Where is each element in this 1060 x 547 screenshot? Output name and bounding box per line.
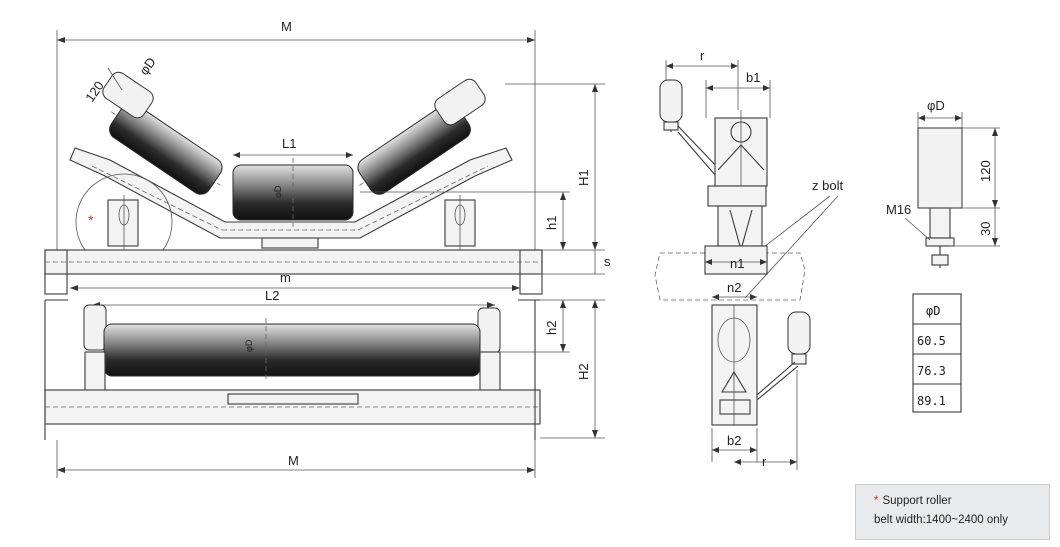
return-left-cap bbox=[83, 304, 107, 351]
return-roller bbox=[103, 323, 481, 377]
label-detail-120: 120 bbox=[978, 160, 993, 182]
center-roller: φD bbox=[232, 158, 354, 228]
label-cap-120: 120 bbox=[82, 78, 107, 104]
support-roller-note: *Support roller belt width:1400~2400 onl… bbox=[855, 484, 1050, 540]
label-M16: M16 bbox=[886, 202, 911, 217]
label-L1: L1 bbox=[282, 136, 296, 151]
note-line-1: *Support roller bbox=[874, 492, 1039, 511]
side-view: r b1 z bolt n1 bbox=[654, 48, 843, 470]
label-n2: n2 bbox=[727, 280, 741, 295]
label-r-bottom: r bbox=[762, 454, 767, 469]
dimension-M-bottom: M bbox=[56, 440, 536, 478]
table-row-1: 60.5 bbox=[917, 334, 946, 348]
dimension-H1: H1 bbox=[505, 83, 605, 250]
dimension-m: m bbox=[70, 270, 520, 291]
detail-roller-body bbox=[917, 127, 963, 209]
return-right-cap bbox=[477, 307, 501, 354]
diameter-table: φD 60.5 76.3 89.1 bbox=[912, 293, 962, 413]
dimension-M-top: M bbox=[56, 19, 536, 250]
dimension-s: s bbox=[540, 250, 611, 275]
left-wing-roller bbox=[109, 102, 223, 195]
label-H2: H2 bbox=[576, 363, 591, 380]
note-text-2: belt width:1400~2400 only bbox=[874, 514, 1008, 526]
roller-detail-view: φD 120 30 M16 φD 60.5 76.3 89.1 bbox=[886, 98, 1000, 413]
upper-base-beam bbox=[44, 249, 543, 295]
dimension-h2: h2 bbox=[500, 300, 570, 353]
label-m: m bbox=[280, 270, 291, 285]
side-beam-section bbox=[654, 252, 806, 301]
label-s: s bbox=[604, 254, 611, 269]
right-bracket bbox=[444, 195, 476, 250]
return-right-bracket bbox=[479, 351, 501, 393]
troughing-idler-view: M φD bbox=[44, 19, 611, 295]
left-roller-cap bbox=[102, 71, 154, 119]
dimension-L1: L1 bbox=[233, 136, 353, 158]
label-detail-30: 30 bbox=[978, 222, 993, 236]
return-idler-view: L2 φD h2 H2 bbox=[44, 288, 605, 478]
label-phiD-detail: φD bbox=[927, 98, 945, 113]
table-header: φD bbox=[926, 304, 940, 318]
label-phiD-cap: φD bbox=[136, 55, 159, 78]
label-r-top: r bbox=[700, 48, 705, 63]
label-n1: n1 bbox=[730, 256, 744, 271]
label-M-bottom: M bbox=[288, 453, 299, 468]
right-roller-cap bbox=[434, 78, 486, 126]
label-h1: h1 bbox=[544, 216, 559, 230]
label-h2: h2 bbox=[544, 321, 559, 335]
left-bracket bbox=[107, 195, 139, 250]
dimension-H2: H2 bbox=[540, 299, 605, 439]
label-phiD-center: φD bbox=[273, 185, 283, 198]
label-L2: L2 bbox=[265, 288, 279, 303]
label-b1: b1 bbox=[746, 70, 760, 85]
note-text-1: Support roller bbox=[882, 495, 952, 507]
label-z-bolt: z bolt bbox=[812, 178, 843, 193]
label-b2: b2 bbox=[727, 433, 741, 448]
label-H1: H1 bbox=[576, 169, 591, 186]
table-row-2: 76.3 bbox=[917, 364, 946, 378]
dimension-h1: h1 bbox=[360, 191, 605, 251]
return-left-bracket bbox=[84, 351, 106, 393]
label-phiD-return: φD bbox=[244, 339, 254, 352]
support-roller-star: * bbox=[88, 212, 94, 228]
label-M-top: M bbox=[281, 19, 292, 34]
trough-frame bbox=[69, 147, 513, 249]
table-row-3: 89.1 bbox=[917, 394, 946, 408]
note-star: * bbox=[874, 495, 879, 507]
